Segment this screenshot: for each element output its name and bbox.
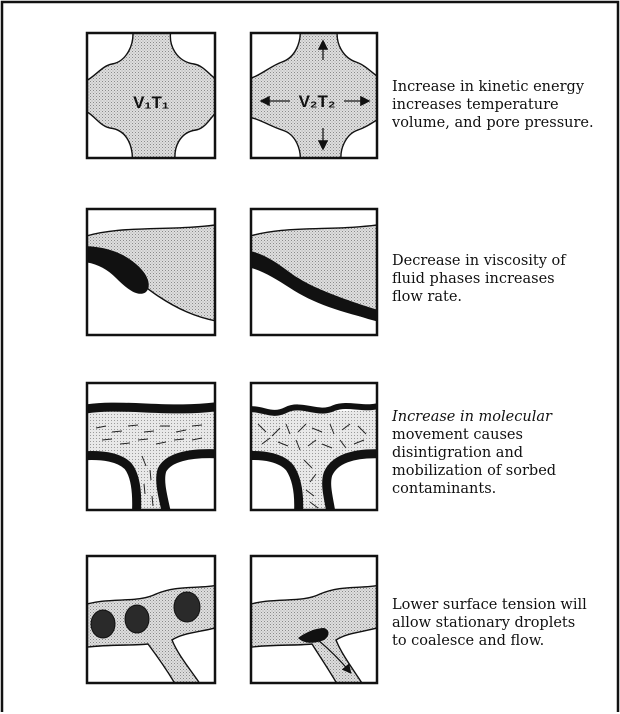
caption-line: to coalesce and flow.: [392, 632, 614, 650]
caption-line: contaminants.: [392, 480, 614, 498]
caption-line: volume, and pore pressure.: [392, 114, 614, 132]
caption-line: disintigration and: [392, 444, 614, 462]
caption-surface-tension: Lower surface tension will allow station…: [392, 596, 614, 650]
caption-molecular-movement: Increase in molecular movement causes di…: [392, 408, 614, 498]
panel-1-right: V₂T₂: [244, 26, 384, 165]
panel-2-right: [244, 209, 384, 335]
label-v2t2: V₂T₂: [299, 92, 336, 111]
caption-line: mobilization of sorbed: [392, 462, 614, 480]
panel-4-left: [80, 556, 222, 700]
caption-line: Increase in molecular: [392, 408, 614, 426]
caption-line: movement causes: [392, 426, 614, 444]
caption-line: flow rate.: [392, 288, 614, 306]
caption-line: Increase in kinetic energy: [392, 78, 614, 96]
caption-line: Lower surface tension will: [392, 596, 614, 614]
label-v1t1: V₁T₁: [133, 93, 169, 112]
panel-2-left: [80, 209, 222, 335]
caption-line: Decrease in viscosity of: [392, 252, 614, 270]
panel-3-right: [244, 383, 384, 520]
caption-viscosity: Decrease in viscosity of fluid phases in…: [392, 252, 614, 306]
caption-line: allow stationary droplets: [392, 614, 614, 632]
panel-4-right: [244, 556, 384, 700]
caption-line: fluid phases increases: [392, 270, 614, 288]
caption-kinetic-energy: Increase in kinetic energy increases tem…: [392, 78, 614, 132]
caption-line: increases temperature: [392, 96, 614, 114]
panel-3-left: [80, 383, 222, 520]
panel-1-left: V₁T₁: [80, 26, 222, 165]
